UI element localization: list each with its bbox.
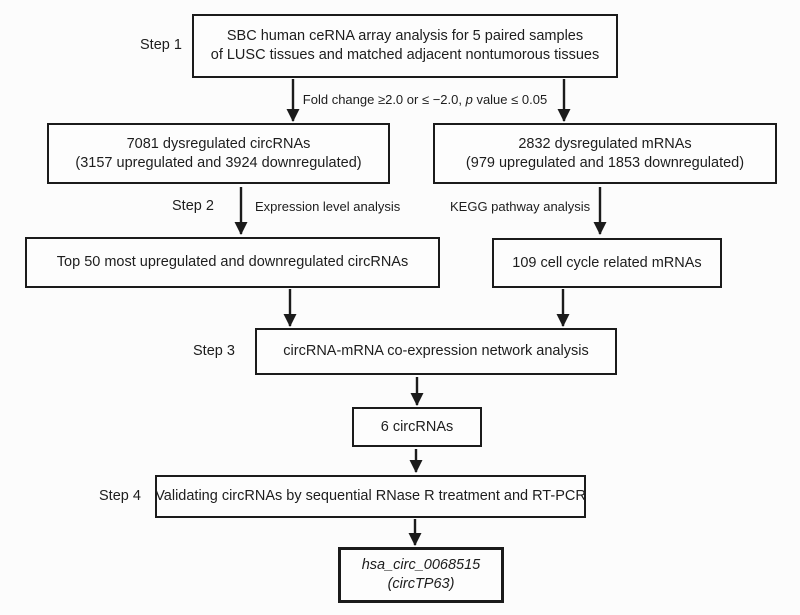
box-cellcycle-text: 109 cell cycle related mRNAs [512, 254, 702, 271]
fold-change-label: Fold change ≥2.0 or ≤ −2.0, p value ≤ 0.… [270, 92, 580, 107]
fold-change-text: Fold change ≥2.0 or ≤ −2.0, [302, 92, 466, 107]
box-top50: Top 50 most upregulated and downregulate… [25, 237, 440, 288]
box-circrnas-line2: (3157 upregulated and 3924 downregulated… [75, 154, 362, 171]
box-validation: Validating circRNAs by sequential RNase … [155, 475, 586, 518]
box-array-analysis: SBC human ceRNA array analysis for 5 pai… [192, 14, 618, 78]
box-coexpression: circRNA-mRNA co-expression network analy… [255, 328, 617, 375]
box-circrnas-line1: 7081 dysregulated circRNAs [126, 135, 311, 152]
box-mrnas: 2832 dysregulated mRNAs (979 upregulated… [433, 123, 777, 184]
step3-label: Step 3 [193, 343, 235, 359]
box-six-circrnas: 6 circRNAs [352, 407, 482, 447]
box-six-circrnas-text: 6 circRNAs [380, 418, 454, 435]
box-array-analysis-line1: SBC human ceRNA array analysis for 5 pai… [226, 28, 584, 44]
step4-label: Step 4 [99, 488, 141, 504]
step2-label: Step 2 [172, 198, 214, 214]
box-cellcycle: 109 cell cycle related mRNAs [492, 238, 722, 288]
box-validation-text: Validating circRNAs by sequential RNase … [155, 488, 586, 504]
step1-label: Step 1 [140, 37, 182, 53]
box-top50-text: Top 50 most upregulated and downregulate… [56, 254, 409, 270]
box-array-analysis-line2: of LUSC tissues and matched adjacent non… [210, 47, 600, 63]
kegg-analysis-label: KEGG pathway analysis [450, 199, 591, 214]
box-mrnas-line2: (979 upregulated and 1853 downregulated) [465, 154, 745, 171]
box-mrnas-line1: 2832 dysregulated mRNAs [518, 135, 692, 152]
box-result: hsa_circ_0068515 (circTP63) [338, 547, 504, 603]
box-result-line1: hsa_circ_0068515 [361, 557, 481, 573]
fold-change-p-italic: p [465, 92, 473, 107]
box-result-line2: (circTP63) [387, 576, 455, 592]
fold-change-text-tail: value ≤ 0.05 [472, 92, 548, 107]
box-coexpression-text: circRNA-mRNA co-expression network analy… [283, 343, 589, 359]
box-circrnas: 7081 dysregulated circRNAs (3157 upregul… [47, 123, 390, 184]
expression-analysis-label: Expression level analysis [255, 199, 401, 214]
